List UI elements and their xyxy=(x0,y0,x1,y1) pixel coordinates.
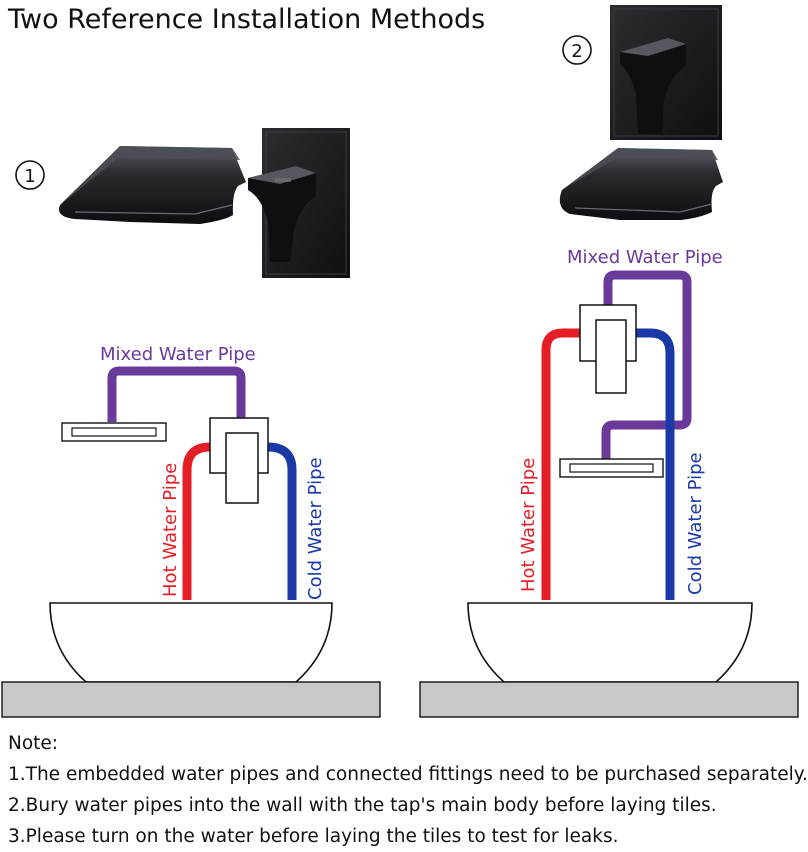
method-1-cold-label: Cold Water Pipe xyxy=(305,457,326,600)
notes-section: Note: 1.The embedded water pipes and con… xyxy=(8,728,808,852)
method-2-cold-label: Cold Water Pipe xyxy=(685,452,706,595)
method-2-cold-pipe xyxy=(636,328,675,600)
method-2-counter xyxy=(419,681,799,718)
method-1-spout-photo xyxy=(59,146,246,224)
method-1-mixed-pipe xyxy=(107,366,246,422)
method-2-marker-circle xyxy=(562,35,592,65)
note-item-3: 3.Please turn on the water before laying… xyxy=(8,826,619,847)
method-2-group: 2 Mixed Water Pipe Hot Water Pipe Cold W… xyxy=(419,5,799,718)
method-1-mixed-label: Mixed Water Pipe xyxy=(100,344,256,365)
page-title: Two Reference Installation Methods xyxy=(8,4,486,35)
method-2-spout-outlet xyxy=(559,458,664,478)
method-2-mixed-label: Mixed Water Pipe xyxy=(567,247,723,268)
method-1-group: 1 Mixed Water Pipe Hot Water Pipe Cold W… xyxy=(1,128,381,718)
method-1-basin xyxy=(49,602,333,683)
notes-heading: Note: xyxy=(8,733,59,754)
method-1-mixer-handle xyxy=(225,432,259,504)
method-2-marker: 2 xyxy=(571,41,582,62)
method-1-marker-circle xyxy=(15,160,45,190)
note-item-2: 2.Bury water pipes into the wall with th… xyxy=(8,795,717,816)
method-2-mixer-photo xyxy=(610,5,722,140)
method-2-spout-photo xyxy=(559,148,723,220)
method-2-mixer-handle xyxy=(595,319,627,394)
method-1-cold-pipe xyxy=(267,442,297,600)
method-1-counter xyxy=(1,681,381,718)
method-1-hot-pipe xyxy=(182,442,211,600)
method-1-hot-label: Hot Water Pipe xyxy=(160,463,181,597)
method-1-mixer-photo xyxy=(248,128,350,278)
installation-diagram: 1 Mixed Water Pipe Hot Water Pipe Cold W… xyxy=(1,5,799,718)
method-2-basin xyxy=(467,602,753,683)
method-2-mixed-pipe xyxy=(601,270,692,460)
method-1-spout-outlet xyxy=(61,422,167,442)
method-2-hot-pipe xyxy=(541,328,580,600)
method-1-marker: 1 xyxy=(24,166,35,187)
method-2-hot-label: Hot Water Pipe xyxy=(518,458,539,592)
note-item-1: 1.The embedded water pipes and connected… xyxy=(8,764,808,785)
